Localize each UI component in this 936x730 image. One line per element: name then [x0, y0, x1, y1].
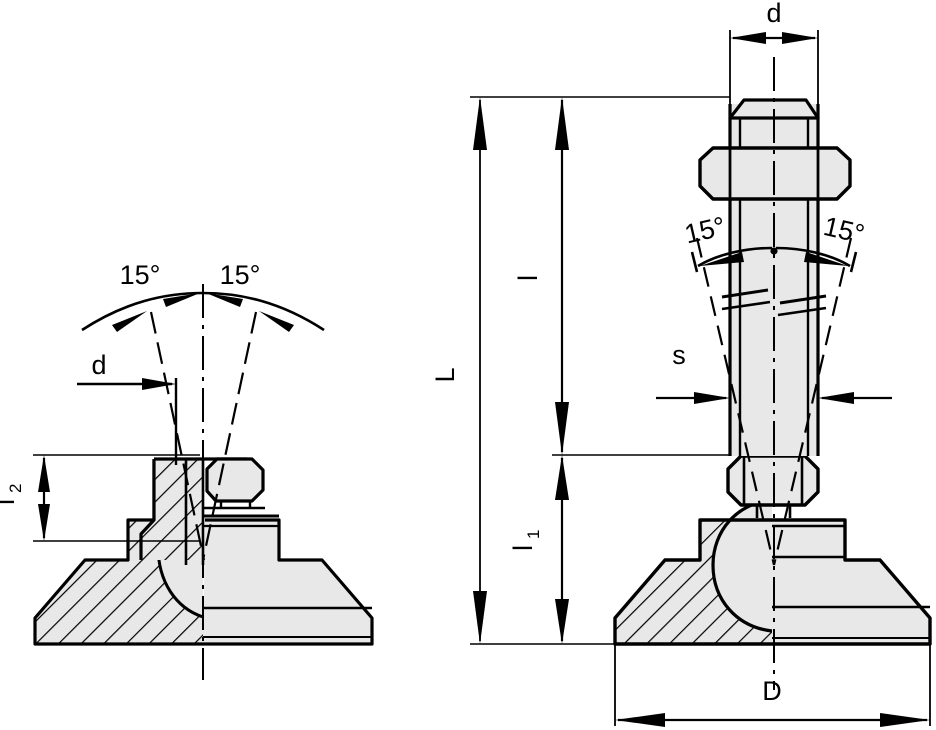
right-pivot-point: [770, 247, 778, 255]
left-tilt-line-left: [149, 311, 206, 561]
right-stud-break-line: [721, 288, 827, 305]
l1-label: l: [508, 545, 538, 551]
d-label-left-view: d: [91, 350, 106, 380]
l-arrow-up: [555, 97, 569, 150]
s-arrow-right: [818, 392, 854, 404]
left-angle-arrow-outer-left: [112, 311, 147, 332]
left-base-outline-right: [203, 518, 374, 646]
l2-arrow-up: [38, 455, 50, 492]
D-label: D: [762, 676, 782, 706]
D-arrow-left: [615, 713, 665, 727]
l-label: l: [513, 275, 543, 281]
right-nut-neck: [755, 505, 792, 518]
right-angle-tick-left: [690, 251, 699, 273]
right-view: 15° 15° d L l l 1 s: [430, 0, 932, 727]
right-angle-arrow-right: [804, 252, 848, 266]
l2-label: l: [0, 499, 20, 505]
L-arrow-up: [473, 97, 487, 150]
d-arrow-right: [782, 32, 818, 44]
left-nut-shoulder: [219, 501, 252, 508]
right-angle-arc-right: [775, 246, 851, 268]
L-label: L: [430, 367, 460, 382]
left-angle-arc: [81, 291, 325, 332]
left-stud-outline: [139, 459, 156, 560]
right-angle-tick-right: [849, 251, 858, 273]
l1-arrow-down: [555, 599, 569, 644]
d-arrow-left: [730, 32, 766, 44]
left-tilt-line-right: [201, 311, 258, 561]
D-arrow-right: [880, 713, 930, 727]
right-tilt-line-left: [695, 237, 776, 566]
right-ball-socket: [713, 500, 772, 631]
left-angle-arrow-outer-right: [259, 311, 294, 332]
right-angle-arrow-left: [700, 252, 744, 266]
s-arrow-left: [694, 392, 730, 404]
s-label: s: [672, 340, 686, 370]
left-angle-arrow-inner-right: [206, 293, 243, 307]
left-hex-nut: [205, 457, 265, 503]
left-view: 15° 15° d l 2: [0, 260, 374, 680]
l-arrow-down: [555, 402, 569, 455]
angle-label-left-view-left: 15°: [120, 260, 161, 290]
l2-sublabel: 2: [6, 484, 25, 493]
angle-label-left-view-right: 15°: [220, 260, 261, 290]
l1-arrow-up: [555, 455, 569, 500]
left-d-arrowhead: [142, 378, 176, 390]
l2-arrow-down: [38, 504, 50, 541]
right-ball-arc: [711, 498, 773, 633]
left-angle-arrow-inner-left: [163, 293, 200, 307]
left-base-outline-left: [33, 460, 203, 646]
l1-sublabel: 1: [524, 530, 543, 539]
L-arrow-down: [473, 591, 487, 644]
right-tilt-line-right: [772, 237, 853, 566]
right-angle-arc-left: [697, 246, 773, 268]
d-label-top: d: [766, 0, 781, 28]
right-stud-break-line-2: [721, 300, 827, 317]
